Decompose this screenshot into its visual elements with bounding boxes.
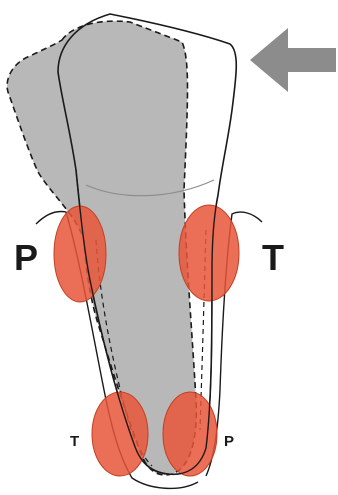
- pressure-zone-apical-right: [163, 392, 217, 476]
- pressure-zone-apical-left: [92, 392, 148, 476]
- arrow-left-icon: [250, 28, 336, 92]
- label-cervical-left: P: [14, 237, 38, 278]
- pressure-zone-cervical-left: [54, 206, 106, 302]
- label-apical-left: T: [70, 433, 79, 450]
- label-apical-right: P: [224, 433, 234, 450]
- label-cervical-right: T: [262, 237, 284, 278]
- pressure-zone-cervical-right: [179, 205, 239, 301]
